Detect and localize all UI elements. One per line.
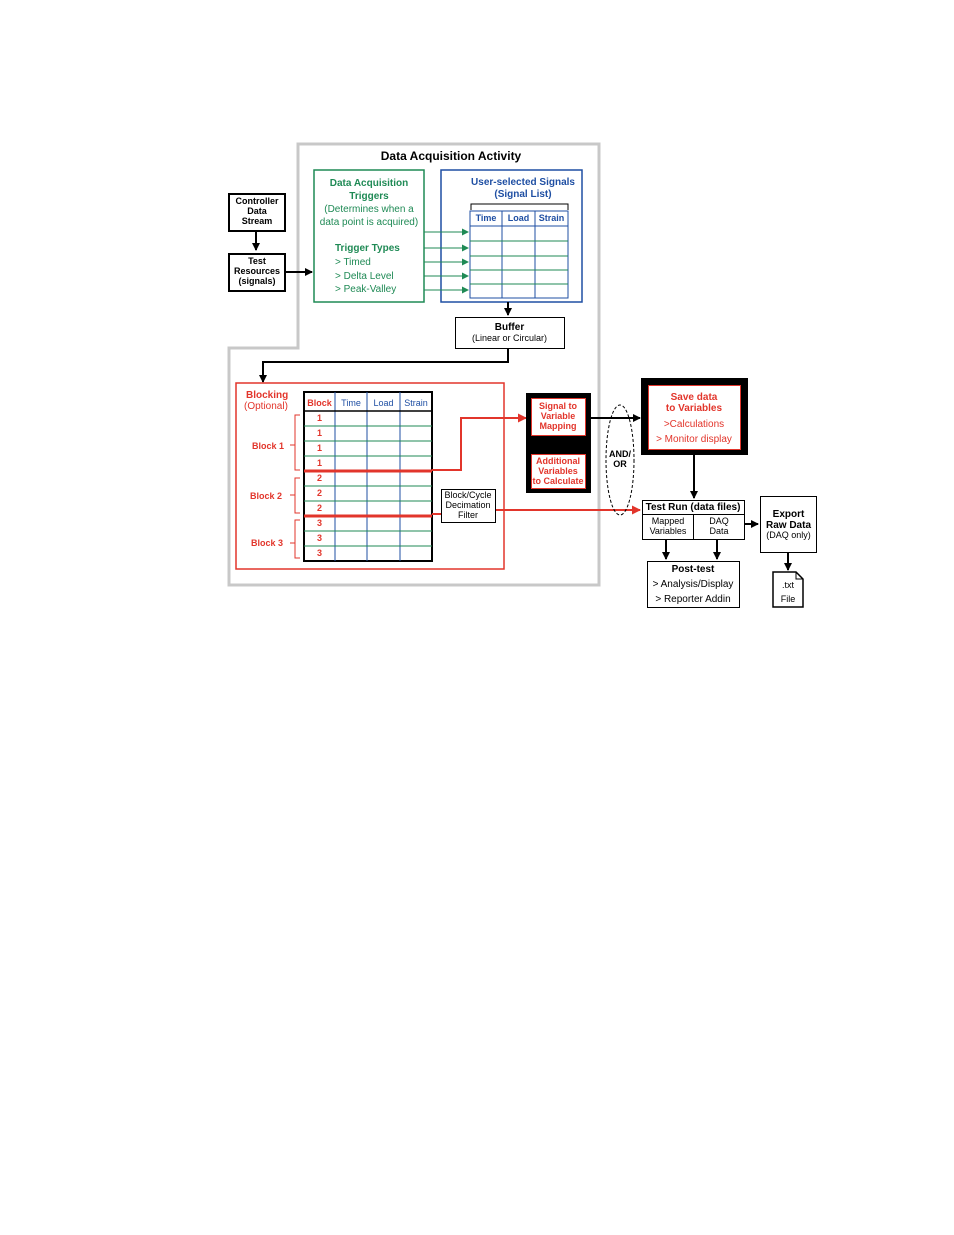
block-row-number: 3 (316, 518, 322, 528)
block-grid (303, 391, 433, 562)
post-test-reporter: > Reporter Addin (655, 594, 731, 605)
blocking-optional: (Optional) (244, 401, 288, 412)
diagram-title: Data Acquisition Activity (380, 149, 522, 163)
block-brackets (290, 414, 300, 559)
block-row-number: 2 (316, 488, 322, 498)
activity-outline (227, 142, 601, 587)
block-col-time: Time (341, 398, 361, 408)
block-group-3: Block 3 (251, 538, 284, 548)
block-col-block: Block (307, 398, 332, 408)
block-row-number: 1 (316, 428, 322, 438)
buffer-title: Buffer (494, 322, 525, 333)
trigger-arrows (424, 228, 469, 294)
post-test-title: Post-test (671, 564, 715, 575)
blocking-heading: Blocking (246, 390, 289, 401)
block-col-strain: Strain (404, 398, 428, 408)
block-row-number: 2 (316, 503, 322, 513)
block-row-number: 3 (316, 548, 322, 558)
block-row-number: 1 (316, 458, 322, 468)
block-row-number: 2 (316, 473, 322, 483)
save-item-calculations: >Calculations (663, 419, 725, 430)
and-or-label: AND/OR (609, 449, 631, 470)
arrow-block-to-mapping (432, 413, 527, 471)
signals-heading: User-selected Signals(Signal List) (471, 177, 575, 200)
block-row-number: 3 (316, 533, 322, 543)
blocking-frame (235, 382, 505, 570)
and-or-ellipse (605, 404, 635, 516)
post-test-box: Post-test > Analysis/Display > Reporter … (647, 561, 740, 608)
block-row-number: 1 (316, 413, 322, 423)
signals-col-strain: Strain (538, 213, 565, 223)
trigger-types-heading: Trigger Types (335, 243, 400, 254)
save-item-monitor: > Monitor display (656, 434, 732, 445)
post-test-analysis: > Analysis/Display (652, 579, 734, 590)
signals-col-load: Load (507, 213, 530, 223)
arrow-buffer-to-blocking (259, 349, 509, 383)
signals-bracket (470, 203, 569, 210)
buffer-box: Buffer (Linear or Circular) (455, 317, 565, 349)
signals-grid (469, 210, 569, 299)
block-col-load: Load (373, 398, 394, 408)
block-group-2: Block 2 (250, 491, 283, 501)
triggers-frame (313, 169, 425, 303)
txt-file-icon (772, 571, 804, 608)
trigger-types-list: > Timed> Delta Level> Peak-Valley (335, 257, 397, 295)
test-run-title: Test Run (data files) (645, 502, 741, 513)
buffer-subtitle: (Linear or Circular) (471, 333, 548, 343)
signals-col-time: Time (475, 213, 497, 223)
block-group-1: Block 1 (252, 441, 285, 451)
signals-frame (440, 169, 583, 303)
block-row-number: 1 (316, 443, 322, 453)
